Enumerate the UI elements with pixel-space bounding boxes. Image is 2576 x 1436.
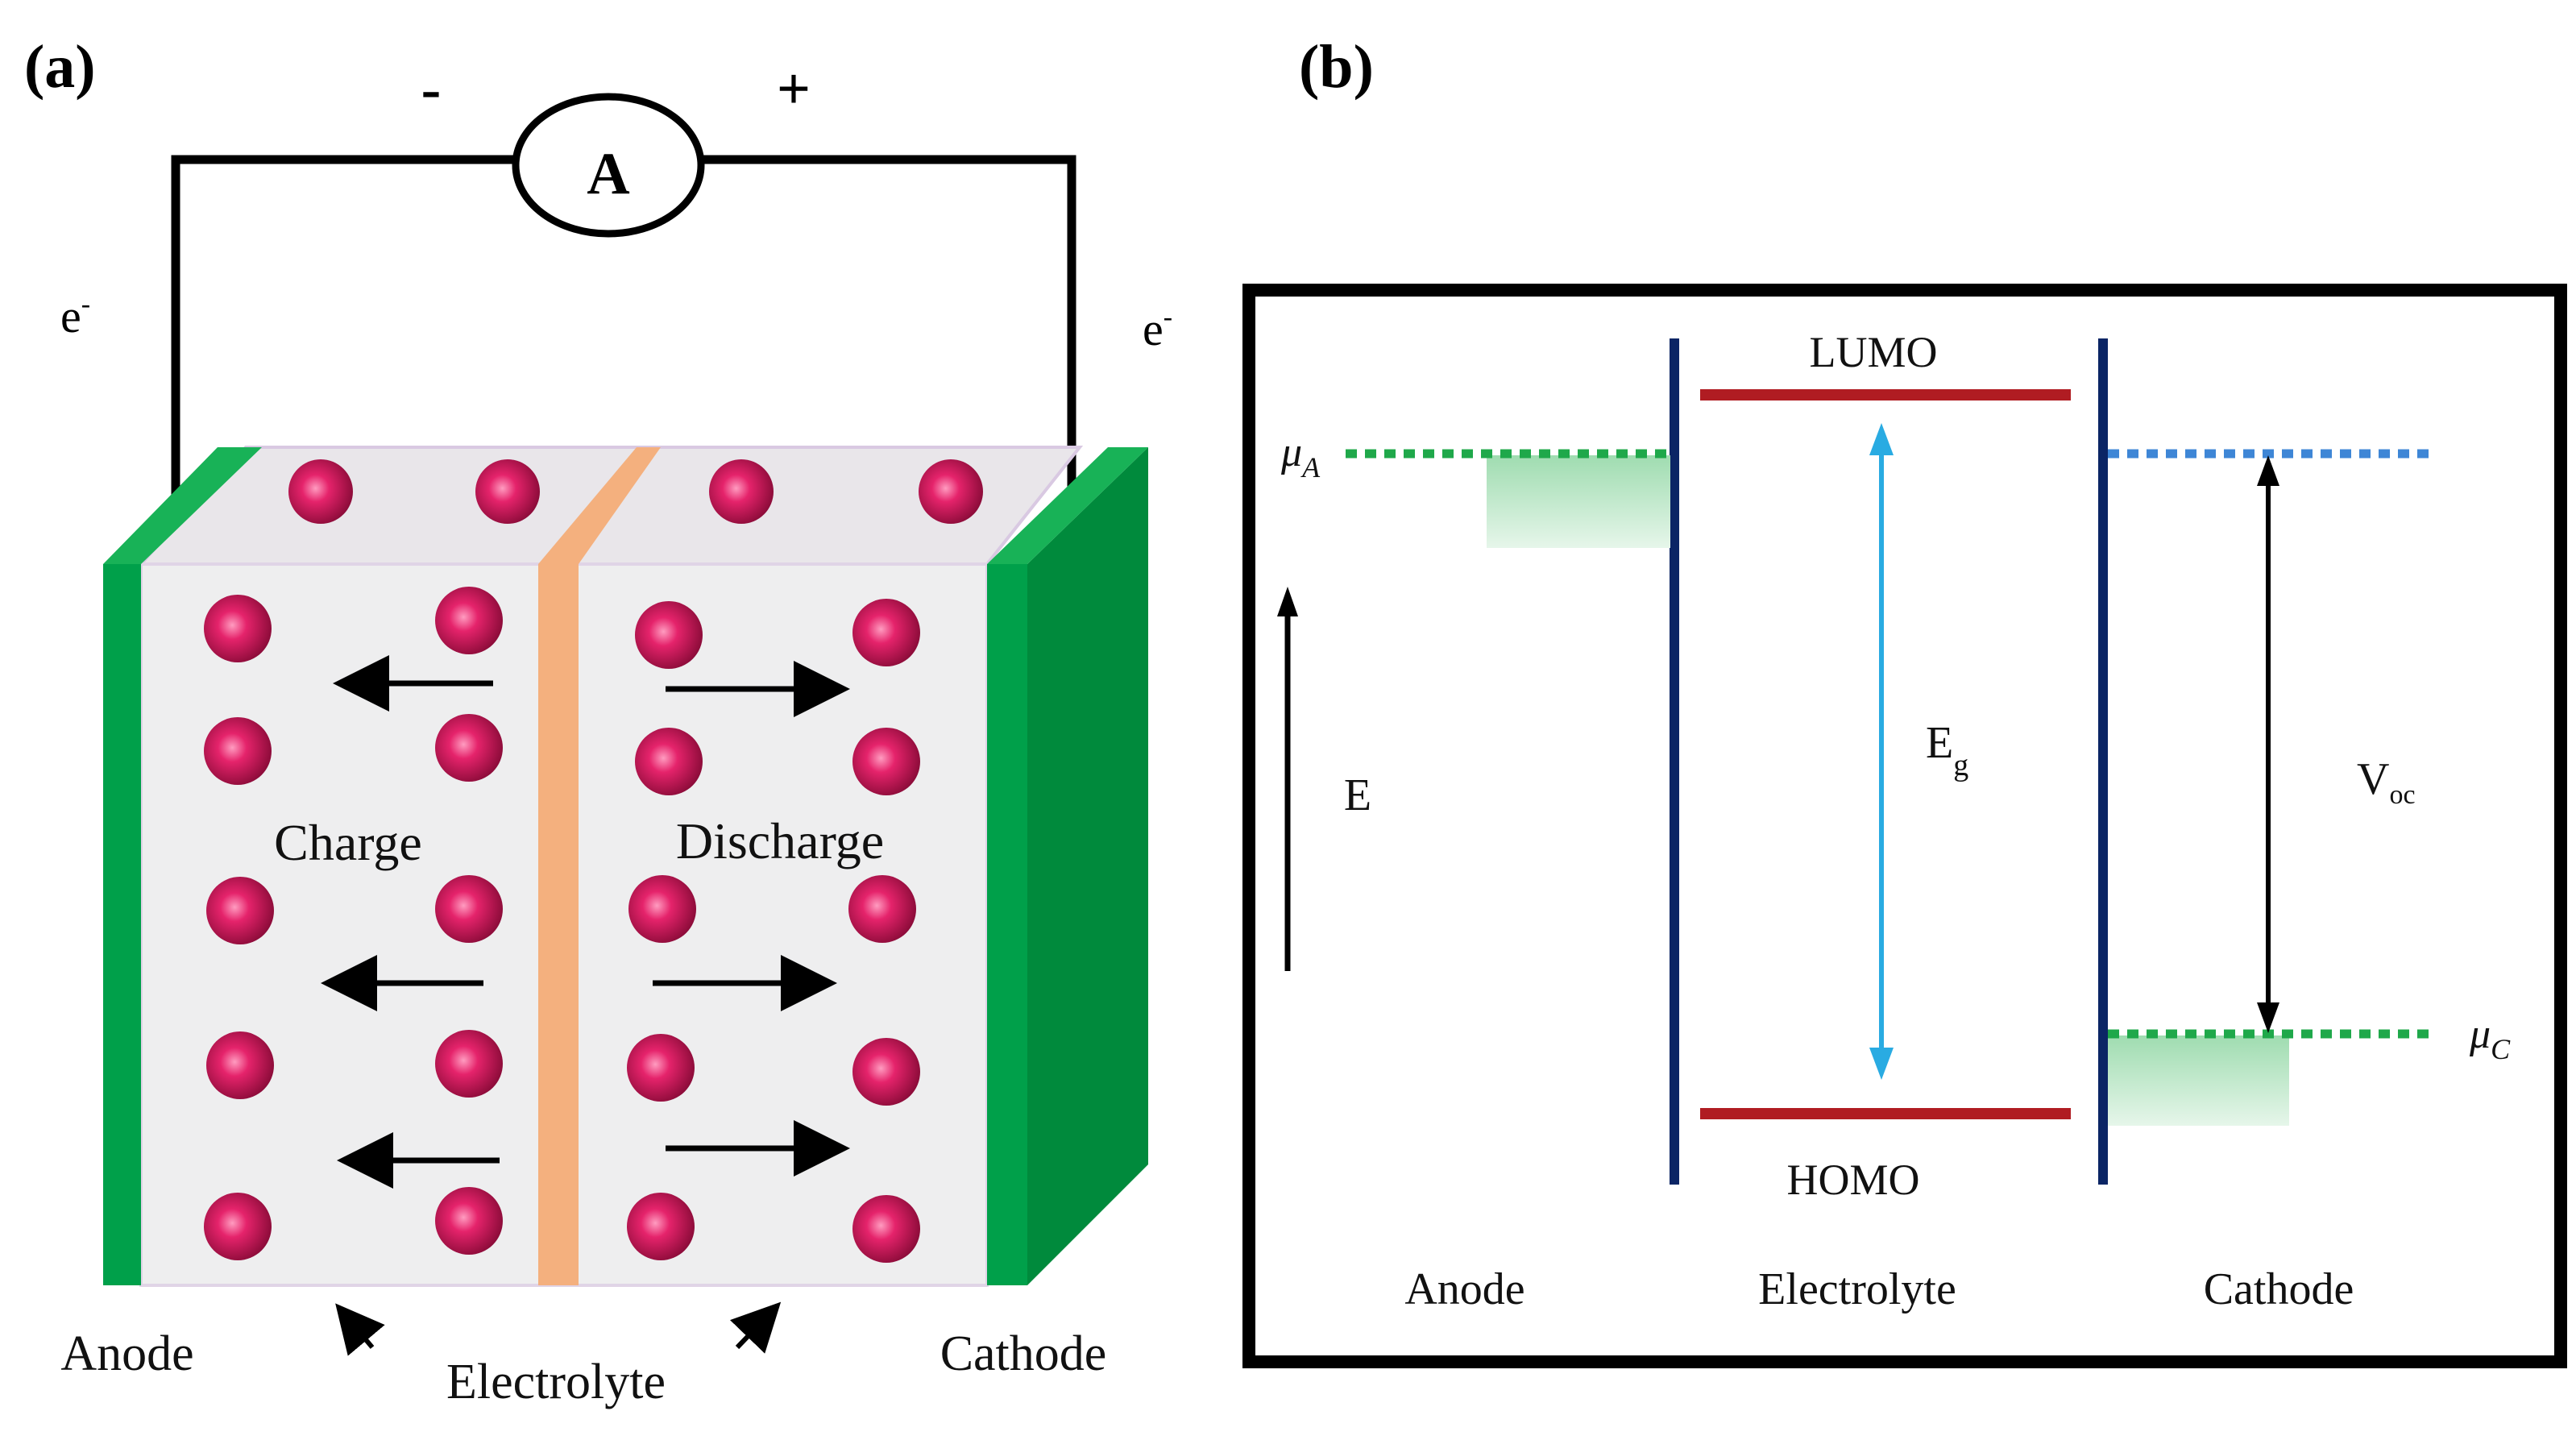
anode-electrode	[103, 564, 141, 1285]
ion	[627, 1034, 695, 1102]
anode-electrode-top	[103, 447, 262, 564]
ion	[852, 1038, 920, 1106]
charge-arrows	[321, 655, 500, 1189]
electrolyte-label: Electrolyte	[446, 1355, 666, 1409]
ion	[204, 1193, 272, 1260]
voc-arrow-head-bottom	[2257, 1002, 2279, 1033]
mu-c-label: μC	[2469, 1011, 2511, 1065]
ions-cathode-side	[627, 599, 920, 1263]
ion	[288, 459, 353, 524]
ion	[852, 1195, 920, 1263]
ion	[435, 875, 503, 943]
ion	[852, 599, 920, 666]
voc-label: Voc	[2357, 754, 2416, 810]
band-gap-label: Eg	[1926, 718, 1968, 782]
cathode-electrode-side	[1027, 447, 1148, 1285]
separator-top	[538, 447, 661, 564]
ion	[627, 1193, 695, 1260]
ammeter-symbol: A	[587, 141, 629, 207]
discharge-label: Discharge	[676, 812, 884, 869]
cathode-electrode-top	[987, 447, 1148, 564]
positive-terminal-label: +	[777, 56, 811, 122]
homo-label: HOMO	[1786, 1156, 1919, 1204]
ion	[435, 714, 503, 782]
panel-b-label: (b)	[1299, 33, 1374, 101]
anode-label: Anode	[60, 1326, 193, 1381]
lumo-label: LUMO	[1810, 328, 1938, 376]
panel-b: (b) LUMO HOMO Eg μA μC	[1242, 33, 2567, 1368]
cathode-filled-band	[2108, 1035, 2289, 1126]
electrolyte-region-label: Electrolyte	[1758, 1264, 1956, 1314]
electrolyte-pointer-right	[729, 1301, 782, 1354]
ammeter	[512, 93, 705, 238]
ion	[635, 728, 703, 795]
voc-arrow-head-top	[2257, 455, 2279, 486]
ion	[204, 717, 272, 785]
ion	[628, 875, 696, 943]
panel-a: (a) A - + e- e-	[24, 33, 1172, 1409]
ion	[435, 587, 503, 654]
ion	[852, 728, 920, 795]
anode-filled-band	[1487, 455, 1670, 548]
negative-terminal-label: -	[421, 56, 442, 122]
ion	[709, 459, 774, 524]
ion	[206, 1031, 274, 1099]
ion	[206, 877, 274, 944]
ion	[204, 595, 272, 662]
separator	[538, 564, 579, 1285]
electrolyte-pointer-left	[335, 1303, 385, 1356]
circuit-wire	[171, 155, 1076, 496]
ion	[435, 1187, 503, 1255]
cathode-label: Cathode	[940, 1326, 1107, 1381]
discharge-arrows	[653, 661, 850, 1177]
energy-axis-label: E	[1344, 770, 1371, 820]
ion	[848, 875, 916, 943]
ion	[475, 459, 540, 524]
cathode-electrode	[987, 564, 1027, 1285]
electron-label-right: e-	[1143, 302, 1172, 355]
panel-a-label: (a)	[24, 33, 96, 101]
band-gap-arrow-head-bottom	[1869, 1048, 1894, 1080]
anode-region-label: Anode	[1404, 1264, 1524, 1314]
energy-axis-arrow-head	[1277, 587, 1298, 616]
band-gap-arrow-head-top	[1869, 423, 1894, 455]
charge-label: Charge	[274, 814, 422, 871]
energy-diagram-frame	[1242, 284, 2567, 1368]
ion	[919, 459, 983, 524]
electron-label-left: e-	[60, 289, 90, 342]
ions-anode-side	[204, 587, 503, 1260]
ion	[635, 601, 703, 669]
mu-a-label: μA	[1280, 430, 1321, 484]
cathode-region-label: Cathode	[2204, 1264, 2354, 1314]
ion	[435, 1030, 503, 1098]
ions-top	[288, 459, 983, 524]
